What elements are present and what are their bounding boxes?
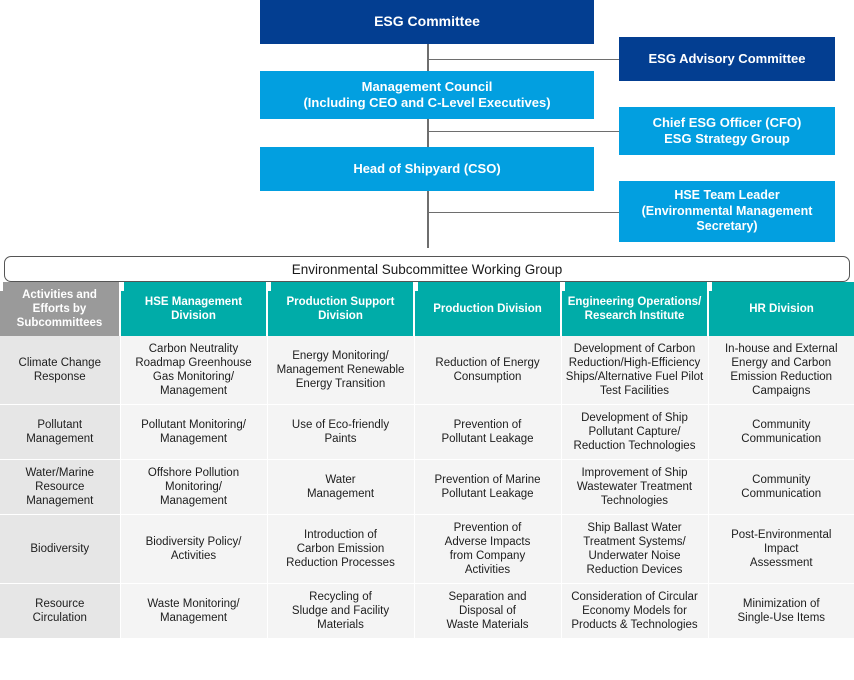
mgmt-council-line-2: (Including CEO and C-Level Executives): [303, 95, 551, 110]
org-chart: ESG Committee Management Council (Includ…: [0, 0, 854, 248]
org-node-esg-committee-label: ESG Committee: [374, 13, 480, 30]
hse-team-leader-line-1: HSE Team Leader: [674, 188, 780, 203]
column-header-engineering-operations: Engineering Operations/Research Institut…: [560, 282, 708, 337]
column-header-hr-division: HR Division: [707, 282, 854, 337]
org-node-management-council-label: Management Council (Including CEO and C-…: [303, 79, 550, 112]
org-node-esg-advisory-committee-label: ESG Advisory Committee: [648, 50, 806, 66]
matrix-row-label: Biodiversity: [0, 514, 120, 585]
working-group-banner-title: Environmental Subcommittee Working Group: [291, 261, 563, 277]
mgmt-council-line-1: Management Council: [361, 78, 493, 94]
matrix-cell: Pollutant Monitoring/Management: [119, 404, 267, 461]
hse-team-leader-line-3: Secretary): [696, 219, 758, 234]
org-node-chief-esg-officer-label: Chief ESG Officer (CFO) ESG Strategy Gro…: [653, 115, 802, 148]
chief-esg-officer-line-1: Chief ESG Officer (CFO): [652, 114, 802, 130]
org-node-esg-advisory-committee[interactable]: ESG Advisory Committee: [619, 37, 835, 81]
connector-to-advisory: [428, 59, 620, 60]
org-node-esg-committee[interactable]: ESG Committee: [260, 0, 594, 44]
connector-to-hse-lead: [428, 212, 620, 213]
hse-team-leader-line-2: (Environmental Management: [641, 203, 813, 218]
org-node-chief-esg-officer[interactable]: Chief ESG Officer (CFO) ESG Strategy Gro…: [619, 107, 835, 155]
org-node-head-of-shipyard[interactable]: Head of Shipyard (CSO): [260, 147, 594, 191]
connector-vertical-main: [427, 44, 429, 248]
column-header-production-division: Production Division: [413, 282, 561, 337]
chief-esg-officer-line-2: ESG Strategy Group: [664, 131, 790, 146]
working-group-banner: Environmental Subcommittee Working Group: [4, 256, 850, 282]
org-node-hse-team-leader[interactable]: HSE Team Leader (Environmental Managemen…: [619, 181, 835, 242]
matrix-cell: Waste Monitoring/Management: [119, 583, 267, 640]
org-node-hse-team-leader-label: HSE Team Leader (Environmental Managemen…: [642, 188, 813, 235]
connector-to-chief-esg: [428, 131, 620, 132]
org-node-head-of-shipyard-label: Head of Shipyard (CSO): [353, 160, 501, 176]
matrix-cell: Biodiversity Policy/Activities: [119, 514, 267, 585]
org-node-management-council[interactable]: Management Council (Including CEO and C-…: [260, 71, 594, 119]
